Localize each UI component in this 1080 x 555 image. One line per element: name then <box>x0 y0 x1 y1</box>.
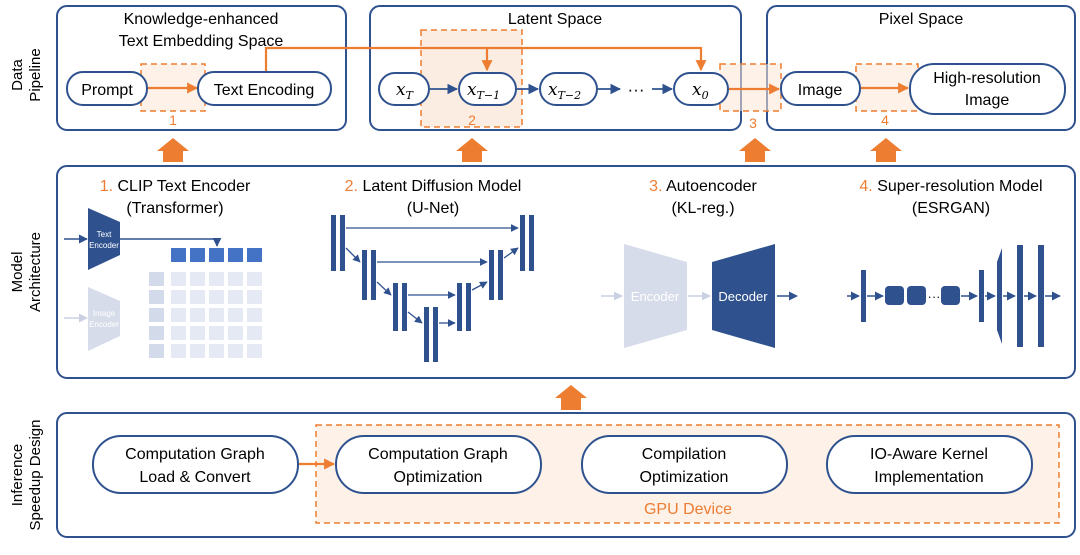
svg-text:Encoder: Encoder <box>89 241 119 250</box>
prompt-label: Prompt <box>81 82 133 99</box>
io-kernel-node <box>826 435 1033 494</box>
text-encoding-label: Text Encoding <box>214 82 315 99</box>
step3-highlight <box>719 63 782 112</box>
latent-space-title: Latent Space <box>508 11 602 28</box>
svg-text:Decoder: Decoder <box>718 289 768 304</box>
clip-image-tiles <box>149 272 164 358</box>
compile-opt-node <box>581 435 788 494</box>
text-encoder-shape <box>88 208 120 270</box>
graph-opt-line1: Computation Graph <box>368 446 508 463</box>
gpu-device-label: GPU Device <box>644 501 732 518</box>
up-arrows-top <box>157 138 902 162</box>
svg-text:Encoder: Encoder <box>631 289 680 304</box>
load-convert-line1: Computation Graph <box>125 446 265 463</box>
latent-ellipsis: ··· <box>628 80 645 99</box>
xT1-node <box>458 72 517 106</box>
svg-text:Image: Image <box>93 309 116 318</box>
up-arrow-5 <box>555 385 587 410</box>
svg-text:Inference: Inference <box>9 444 26 507</box>
ae-subheading: (KL-reg.) <box>671 200 734 217</box>
image-label: Image <box>798 82 843 99</box>
side-label-model-architecture: Model Architecture <box>9 232 44 312</box>
svg-text:Model: Model <box>9 252 26 293</box>
clip-faded-grid <box>171 272 262 358</box>
ldm-heading: 2. Latent Diffusion Model <box>345 178 522 195</box>
step1-number: 1 <box>169 112 177 128</box>
sr-subheading: (ESRGAN) <box>912 200 990 217</box>
side-label-inference-speedup: Inference Speedup Design <box>9 420 44 531</box>
ldm-subheading: (U-Net) <box>407 200 459 217</box>
text-embedding-title-line2: Text Embedding Space <box>119 33 284 50</box>
graph-opt-line2: Optimization <box>394 469 483 486</box>
up-arrow-3 <box>739 138 771 162</box>
svg-text:···: ··· <box>928 289 941 304</box>
decoder-shape <box>712 244 775 348</box>
x0-label: x0 <box>692 80 709 102</box>
xT-label: xT <box>396 80 415 102</box>
up-arrow-2 <box>456 138 488 162</box>
load-convert-line2: Load & Convert <box>139 469 251 486</box>
io-kernel-line1: IO-Aware Kernel <box>870 446 988 463</box>
image-encoder-shape <box>88 287 120 351</box>
step3-number: 3 <box>749 115 757 131</box>
clip-subheading: (Transformer) <box>126 200 223 217</box>
ae-heading: 3. Autoencoder <box>649 178 757 195</box>
step2-number: 2 <box>468 112 476 128</box>
x0-node <box>673 72 729 106</box>
text-embedding-title-line1: Knowledge-enhanced <box>124 11 279 28</box>
graph-opt-node <box>335 435 542 494</box>
prompt-node <box>66 71 148 106</box>
model-architecture-panel <box>56 165 1076 379</box>
autoencoder-illustration: Encoder Decoder <box>601 244 798 348</box>
io-kernel-line2: Implementation <box>874 469 983 486</box>
compile-opt-line2: Optimization <box>640 469 729 486</box>
compile-opt-line1: Compilation <box>642 446 726 463</box>
up-arrow-4 <box>870 138 902 162</box>
esrgan-illustration: ··· <box>847 245 1061 347</box>
high-res-label-line1: High-resolution <box>933 70 1041 87</box>
clip-heading: 1. CLIP Text Encoder <box>100 178 251 195</box>
svg-text:Architecture: Architecture <box>27 232 44 312</box>
xT2-node <box>539 72 598 106</box>
xT1-label: xT−1 <box>467 80 500 102</box>
step4-number: 4 <box>881 112 889 128</box>
clip-illustration: Text Encoder Image Encoder <box>64 208 262 358</box>
sr-heading: 4. Super-resolution Model <box>859 178 1042 195</box>
xT2-label: xT−2 <box>548 80 581 102</box>
pixel-space-title: Pixel Space <box>879 11 964 28</box>
encoder-shape <box>624 244 687 348</box>
high-res-label-line2: Image <box>965 92 1010 109</box>
high-res-node <box>909 63 1066 115</box>
side-label-data-pipeline: Data Pipeline <box>9 48 44 101</box>
text-encoding-node <box>197 71 332 106</box>
image-node <box>780 71 861 106</box>
svg-text:Data: Data <box>9 59 26 91</box>
text-conditioning-line <box>264 46 707 72</box>
load-convert-node <box>92 435 299 494</box>
text-encoder-output-arrow <box>118 237 222 247</box>
svg-text:Encoder: Encoder <box>89 320 119 329</box>
clip-text-tiles <box>171 248 262 262</box>
svg-text:Pipeline: Pipeline <box>27 48 44 101</box>
up-arrow-1 <box>157 138 189 162</box>
xT-node <box>378 72 430 106</box>
unet-illustration <box>331 215 534 362</box>
svg-text:Speedup Design: Speedup Design <box>27 420 44 531</box>
svg-text:Text: Text <box>97 230 112 239</box>
